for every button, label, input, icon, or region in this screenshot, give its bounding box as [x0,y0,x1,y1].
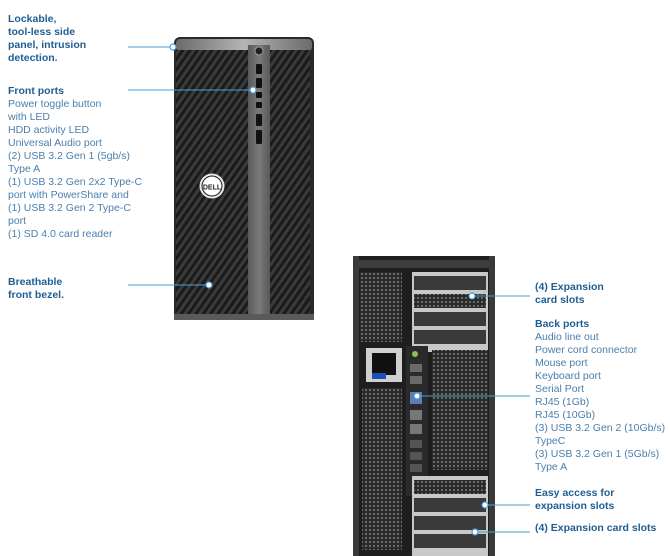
front-ports-heading: Front ports [8,85,64,97]
callout-back-ports: Back ports Audio line out Power cord con… [535,318,665,474]
callout-expansion-bottom: (4) Expansion card slots [535,522,656,535]
callout-heading-line: expansion slots [535,500,615,512]
back-ports-heading: Back ports [535,318,590,330]
front-port-item: (1) SD 4.0 card reader [8,228,113,240]
callout-heading-line: Easy access for [535,487,615,499]
callout-heading-line: detection. [8,52,58,64]
callout-heading-line: Lockable, [8,13,57,25]
front-port-item: Power toggle button [8,98,102,110]
front-port-item: (1) USB 3.2 Gen 2x2 Type-C [8,176,143,188]
callout-leaders [128,43,530,536]
front-port-item: port [8,215,27,227]
front-port-item: Type A [8,163,41,175]
back-port-item: Mouse port [535,357,588,369]
callout-heading-line: card slots [535,294,585,306]
callout-expansion-top: (4) Expansion card slots [535,281,604,307]
back-port-item: (3) USB 3.2 Gen 1 (5Gb/s) [535,448,660,460]
callout-easy-access: Easy access for expansion slots [535,487,614,513]
callout-front-ports: Front ports Power toggle button with LED… [8,85,142,241]
front-port-item: HDD activity LED [8,124,90,136]
callout-heading-line: panel, intrusion [8,39,87,51]
callout-heading-line: Breathable [8,276,63,288]
callout-heading-line: front bezel. [8,289,65,301]
dell-logo: DELL [203,185,222,192]
front-port-item: port with PowerShare and [8,189,129,201]
callout-breathable-bezel: Breathable front bezel. [8,276,64,302]
front-port-item: (1) USB 3.2 Gen 2 Type-C [8,202,131,214]
back-port-item: TypeC [535,435,566,447]
callout-lockable-side-panel: Lockable, tool-less side panel, intrusio… [8,13,86,65]
back-port-item: Serial Port [535,383,585,395]
front-port-item: (2) USB 3.2 Gen 1 (5gb/s) [8,150,130,162]
back-port-item: Power cord connector [535,344,638,356]
back-port-item: Type A [535,461,568,473]
front-port-item: Universal Audio port [8,137,102,149]
callout-heading-line: tool-less side [8,26,76,38]
back-port-item: RJ45 (1Gb) [535,396,590,408]
front-tower-image [174,37,314,320]
back-port-item: Audio line out [535,331,599,343]
front-port-item: with LED [8,111,51,123]
callout-heading-line: (4) Expansion card slots [535,522,657,534]
back-port-item: Keyboard port [535,370,601,382]
callout-heading-line: (4) Expansion [535,281,604,293]
back-tower-image [353,256,495,556]
back-port-item: RJ45 (10Gb) [535,409,596,421]
back-port-item: (3) USB 3.2 Gen 2 (10Gb/s) [535,422,666,434]
